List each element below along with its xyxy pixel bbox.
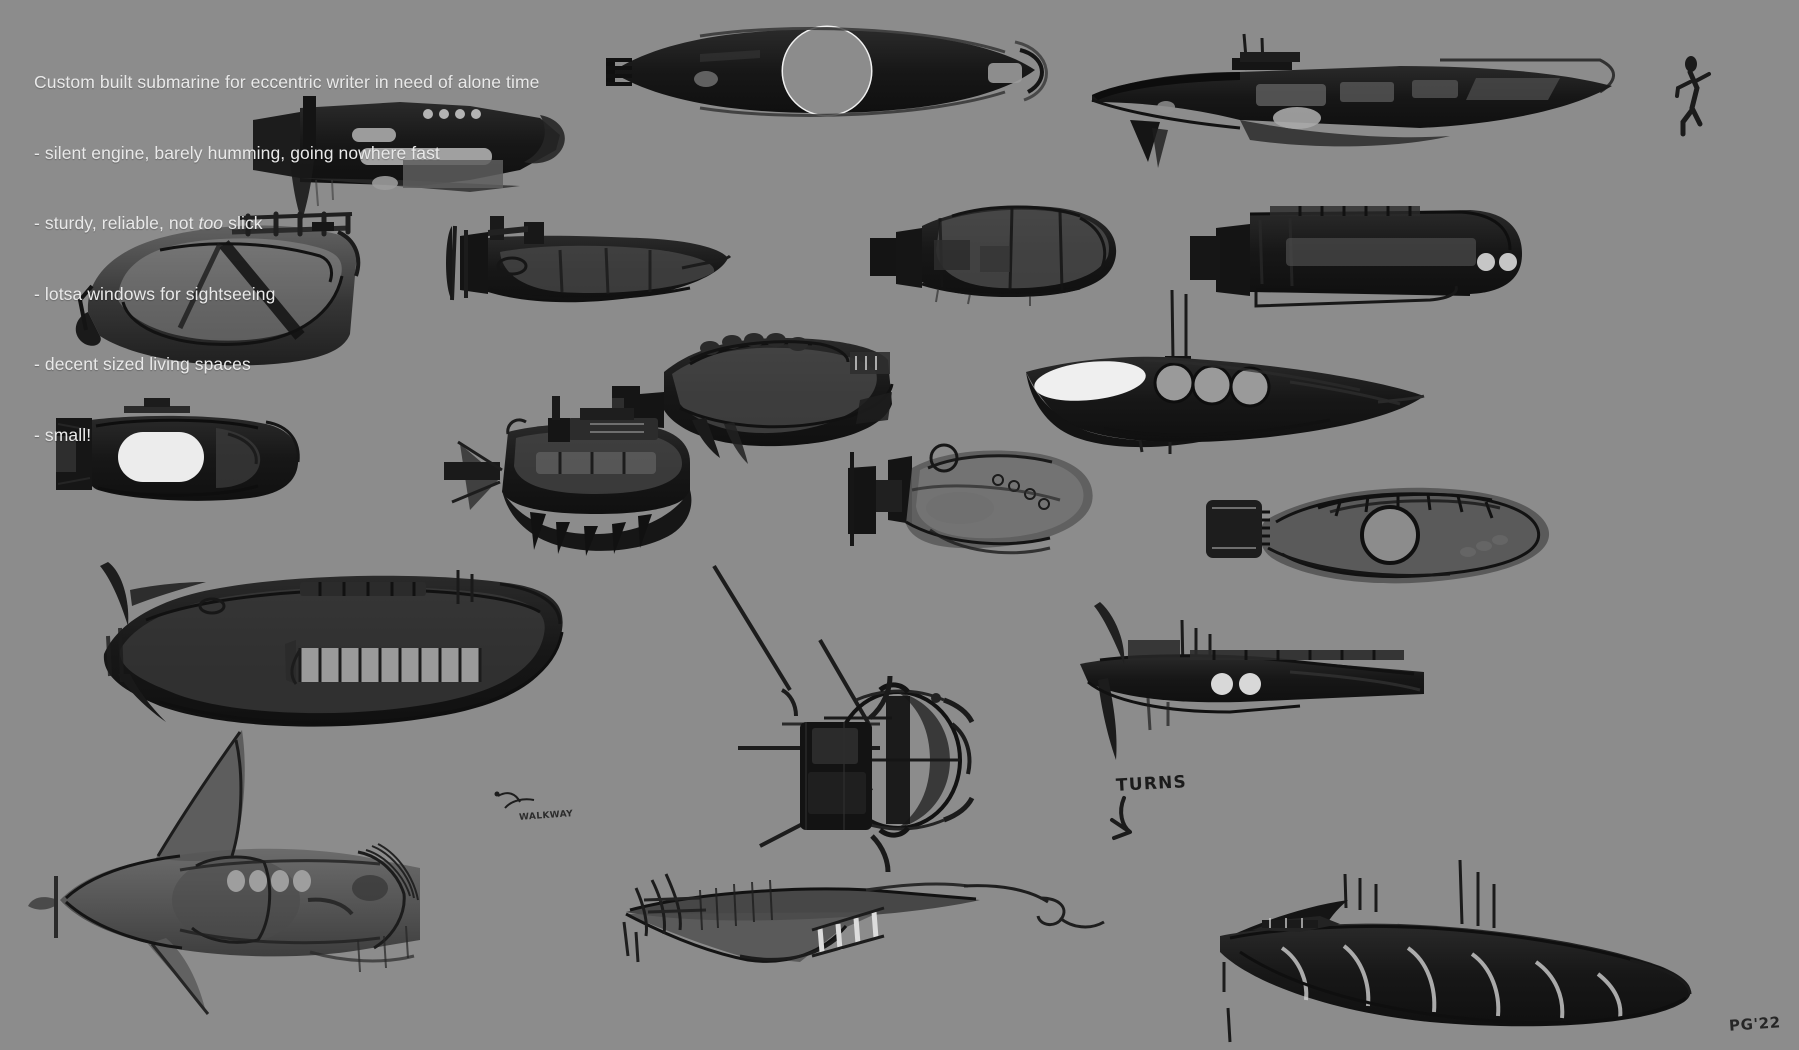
sketch-sub-09 [1026, 289, 1425, 454]
sketch-sub-03 [1091, 33, 1615, 168]
artist-signature: PG'22 [1728, 1013, 1782, 1035]
sketch-sub-17 [28, 730, 420, 1015]
sketch-sub-13 [1206, 487, 1550, 584]
sketch-sub-16 [1080, 602, 1424, 760]
sketch-scale-figure [1675, 56, 1711, 137]
sketch-sub-02 [606, 25, 1048, 117]
annotation-turns: TURNS [1115, 772, 1188, 796]
sketch-sub-01 [253, 96, 565, 222]
sketch-sub-14 [100, 562, 564, 803]
sketch-sub-04 [75, 211, 361, 366]
sketch-sub-19 [1220, 859, 1692, 1043]
sketch-sub-15 [712, 564, 975, 873]
sketch-sub-07 [1190, 206, 1522, 308]
sketch-sub-11 [444, 396, 692, 556]
sketch-sub-05 [446, 216, 732, 303]
sketch-sub-06 [870, 205, 1117, 306]
sketch-sub-10 [56, 398, 300, 501]
sketch-sub-18 [622, 873, 1105, 963]
sketch-sub-12 [848, 443, 1093, 555]
